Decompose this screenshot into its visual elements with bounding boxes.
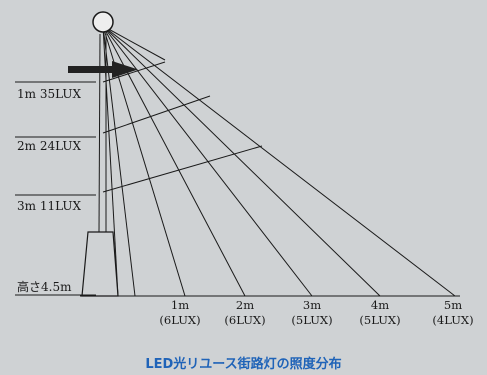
distance-label-4m: 4m [370,298,390,312]
ray [102,25,456,297]
contour-2m [102,95,211,134]
distance-label-1m: 1m [170,298,190,312]
distance-label-2m: 2m [235,298,255,312]
ray [102,25,166,61]
level-ticks [15,81,96,296]
direction-arrow-icon [68,61,138,78]
contour-1m [102,61,166,83]
height-label-1m: 1m 35LUX [17,87,82,101]
contour-3m [102,145,263,193]
lux-label-3m: (5LUX) [291,313,333,327]
contour-lines [102,61,263,193]
height-label-2m: 2m 24LUX [17,139,82,153]
lamp-globe-icon [92,11,114,33]
ray [102,25,313,297]
distance-label-5m: 5m [443,298,463,312]
lux-label-2m: (6LUX) [224,313,266,327]
height-label-3m: 3m 11LUX [17,199,82,213]
lux-label-4m: (5LUX) [359,313,401,327]
pole-height-label: 高さ4.5m [17,280,72,294]
distance-label-3m: 3m [302,298,322,312]
pole-base [81,231,119,297]
lux-label-1m: (6LUX) [159,313,201,327]
diagram-caption: LED光リユース街路灯の照度分布 [145,357,342,372]
ray [102,25,381,297]
light-rays [102,25,456,297]
lux-label-5m: (4LUX) [432,313,474,327]
